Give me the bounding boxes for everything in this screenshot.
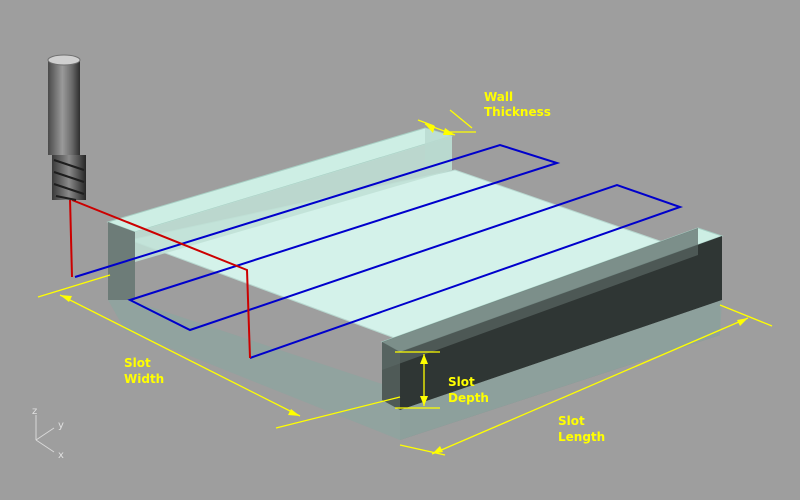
axis-y-label: y (58, 420, 64, 431)
axis-y-line (35, 427, 55, 441)
tool-shank (48, 60, 80, 155)
back-wall-inner-face (135, 136, 452, 262)
back-wall-end-face (425, 128, 452, 170)
axis-x-label: x (58, 450, 64, 461)
axis-z-label: z (32, 406, 37, 417)
slot-length-label: Slot Length (558, 414, 605, 444)
dimensions (37, 109, 773, 456)
slot-width-label: Slot Width (124, 356, 164, 386)
slot-depth-label-line2: Depth (448, 391, 489, 405)
front-wall-base (400, 300, 722, 440)
slot-length-label-line1: Slot (558, 414, 585, 428)
tool-flute-lines (53, 159, 85, 201)
wall-thickness-label: Wall Thickness (484, 90, 551, 119)
workpiece (106, 127, 724, 440)
tool-shank-top (47, 54, 81, 66)
toolpath-cut (74, 143, 684, 359)
wall-thickness-label-line1: Wall (484, 90, 513, 104)
wall-thickness-label-line2: Thickness (484, 105, 551, 119)
slot-depth-label: Slot Depth (448, 375, 489, 405)
axis-x-line (35, 439, 55, 453)
slot-length-label-line2: Length (558, 430, 605, 444)
back-wall-front-face (108, 222, 135, 300)
slot-depth-label-line1: Slot (448, 375, 475, 389)
dimension-arrowheads (60, 124, 748, 454)
toolpath-plunge (69, 197, 251, 359)
axis-triad (35, 415, 55, 453)
slot-width-label-line2: Width (124, 372, 164, 386)
front-wall-front-face (400, 236, 722, 410)
slot-width-label-line1: Slot (124, 356, 151, 370)
front-wall-inner-face (382, 228, 698, 370)
end-mill-tool (47, 54, 86, 201)
